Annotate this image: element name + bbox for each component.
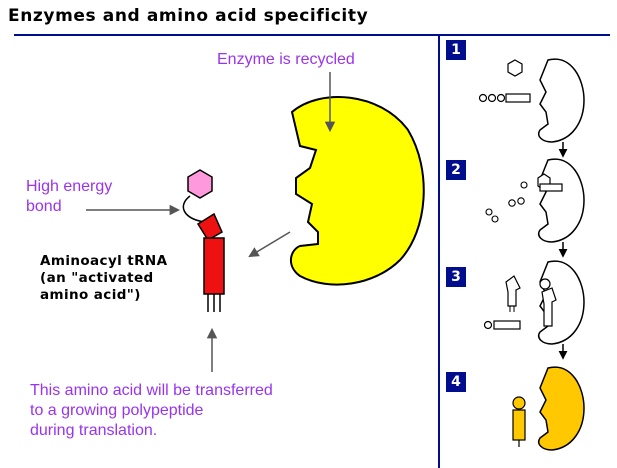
trna-acceptor-arm <box>196 212 223 242</box>
title-underline <box>14 34 610 36</box>
transfer-caption-line3: during translation. <box>30 422 158 439</box>
step-1-enzyme <box>538 58 585 143</box>
step-2-enzyme <box>538 158 585 243</box>
step-1-badge: 1 <box>446 40 466 60</box>
release-arrow <box>248 231 291 258</box>
transfer-caption-line2: to a growing polypeptide <box>30 402 204 419</box>
step-2-illustration <box>485 158 585 258</box>
aminoacyl-trna-label: Aminoacyl tRNA (an "activated amino acid… <box>40 253 167 304</box>
step-4-amino-acid <box>512 396 526 410</box>
aminoacyl-trna-label-line3: amino acid") <box>40 287 141 303</box>
enzyme-shape <box>290 96 425 286</box>
step-3-amino-acid <box>539 278 551 290</box>
panel-divider <box>438 36 440 468</box>
step-2-bound-bar <box>539 183 563 192</box>
trna-body <box>203 237 225 295</box>
step-3-badge: 3 <box>446 267 466 287</box>
step-2-badge: 2 <box>446 160 466 180</box>
step-2-phosphate-4 <box>485 208 493 216</box>
step-3-free-trna <box>505 275 521 307</box>
step-3-amp-circle <box>483 320 493 330</box>
amino-acid-hexagon <box>187 169 213 199</box>
step-1-phosphate-1 <box>478 93 488 103</box>
step-3-illustration <box>483 260 585 360</box>
step-1-illustration <box>478 58 585 158</box>
step-4-illustration <box>512 366 585 451</box>
aminoacyl-trna-label-line2: (an "activated <box>40 270 154 286</box>
high-energy-bond-label: High energy bond <box>26 177 112 217</box>
diagram-title: Enzymes and amino acid specificity <box>8 6 369 26</box>
transfer-caption-line1: This amino acid will be transferred <box>30 382 273 399</box>
step-1-phosphate-2 <box>487 93 497 103</box>
step-2-phosphate-5 <box>491 215 499 223</box>
step-4-trna <box>512 409 526 441</box>
step-3-amp-bar <box>493 320 521 330</box>
high-energy-bond-label-line1: High energy <box>26 178 113 195</box>
high-energy-bond-label-line2: bond <box>26 198 62 215</box>
step-2-phosphate-1 <box>520 181 528 189</box>
enzyme-recycled-label: Enzyme is recycled <box>217 51 355 68</box>
step-4-badge: 4 <box>446 372 466 392</box>
step-1-atp-bar <box>505 93 531 103</box>
step-2-phosphate-3 <box>517 197 525 205</box>
aminoacyl-trna-label-line1: Aminoacyl tRNA <box>40 253 168 269</box>
step-4-enzyme <box>538 366 585 451</box>
high-energy-bond <box>182 195 205 223</box>
aminoacyl-trna <box>182 169 225 312</box>
step-1-amino-acid <box>507 59 523 77</box>
transfer-caption: This amino acid will be transferred to a… <box>30 381 273 441</box>
step-1-phosphate-3 <box>496 93 506 103</box>
step-3-bound-trna <box>541 287 557 327</box>
step-2-phosphate-2 <box>508 199 516 207</box>
